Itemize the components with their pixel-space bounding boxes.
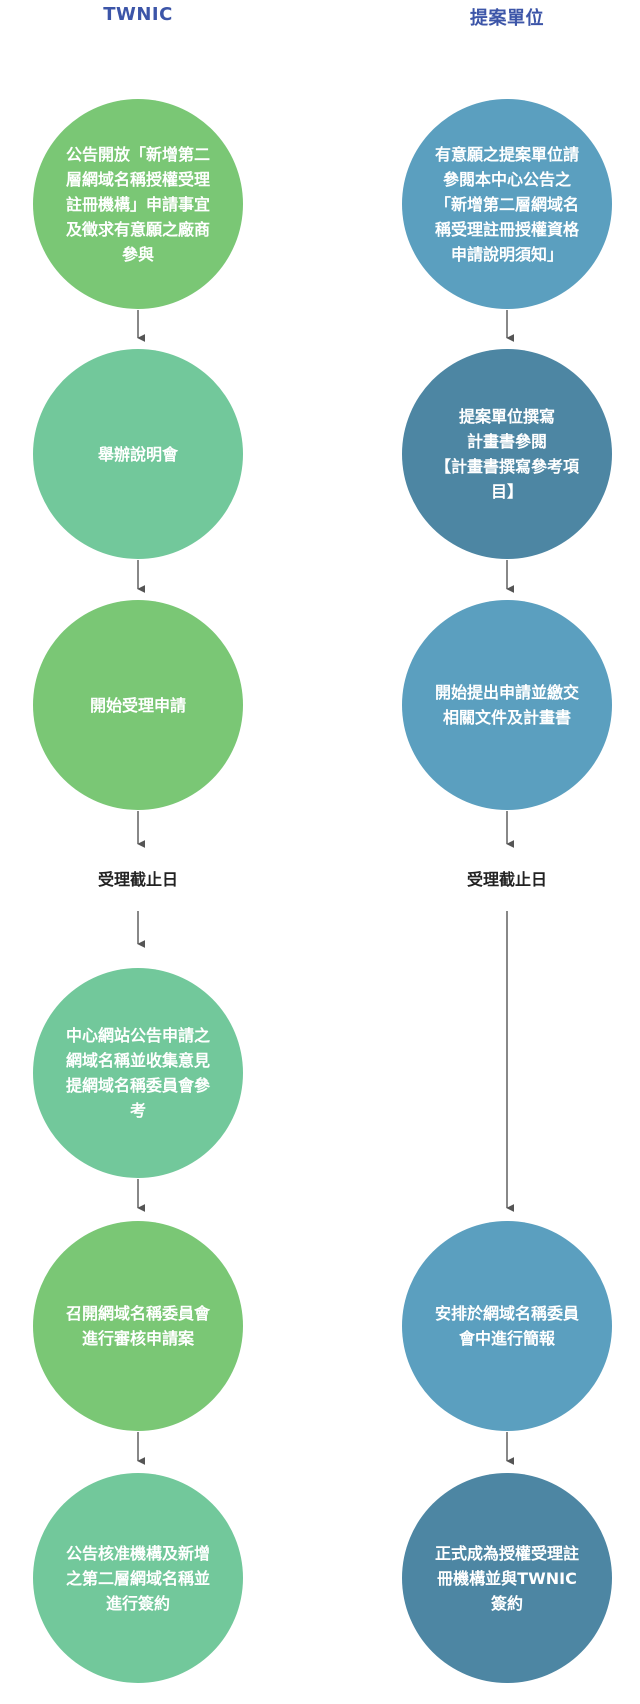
twnic-step-committee: 召開網域名稱委員會進行審核申請案: [33, 1221, 243, 1431]
twnic-step-contract-label: 公告核准機構及新增之第二層網域名稱並進行簽約: [65, 1543, 210, 1613]
proposer-step-submit-label: 開始提出申請並繳交相關文件及計畫書: [434, 683, 579, 727]
twnic-step-accept-label: 開始受理申請: [89, 695, 186, 715]
twnic-step-publish: 中心網站公告申請之網域名稱並收集意見提網域名稱委員會參考: [33, 968, 243, 1178]
twnic-step-briefing: 舉辦說明會: [33, 349, 243, 559]
twnic-step-announce-label: 公告開放「新增第二層網域名稱授權受理註冊機構」申請事宜及徵求有意願之廠商參與: [65, 144, 210, 264]
column-title-proposer: 提案單位: [470, 8, 544, 29]
twnic-step-publish-label: 中心網站公告申請之網域名稱並收集意見提網域名稱委員會參考: [65, 1026, 210, 1120]
twnic-step-briefing-label: 舉辦說明會: [97, 444, 178, 464]
twnic-step-contract: 公告核准機構及新增之第二層網域名稱並進行簽約: [33, 1473, 243, 1683]
proposer-step-presentation-label: 安排於網域名稱委員會中進行簡報: [434, 1304, 579, 1348]
twnic-step-announce: 公告開放「新增第二層網域名稱授權受理註冊機構」申請事宜及徵求有意願之廠商參與: [33, 99, 243, 309]
proposer-step-read: 有意願之提案單位請參閱本中心公告之「新增第二層網域名稱受理註冊授權資格申請說明須…: [402, 99, 612, 309]
proposer-deadline-label: 受理截止日: [466, 870, 547, 889]
proposer-step-write-plan-label: 提案單位撰寫 計畫書參閱 【計畫書撰寫參考項目】: [434, 407, 579, 501]
column-title-twnic: TWNIC: [103, 4, 173, 25]
proposer-step-become-registrar: 正式成為授權受理註冊機構並與TWNIC簽約: [402, 1473, 612, 1683]
proposer-step-write-plan: 提案單位撰寫 計畫書參閱 【計畫書撰寫參考項目】: [402, 349, 612, 559]
twnic-deadline-label: 受理截止日: [97, 870, 178, 889]
twnic-step-committee-label: 召開網域名稱委員會進行審核申請案: [65, 1304, 210, 1348]
proposer-step-become-registrar-label: 正式成為授權受理註冊機構並與TWNIC簽約: [434, 1543, 579, 1613]
proposer-step-read-label: 有意願之提案單位請參閱本中心公告之「新增第二層網域名稱受理註冊授權資格申請說明須…: [434, 144, 579, 264]
proposer-step-submit: 開始提出申請並繳交相關文件及計畫書: [402, 600, 612, 810]
twnic-step-accept: 開始受理申請: [33, 600, 243, 810]
proposer-step-presentation: 安排於網域名稱委員會中進行簡報: [402, 1221, 612, 1431]
